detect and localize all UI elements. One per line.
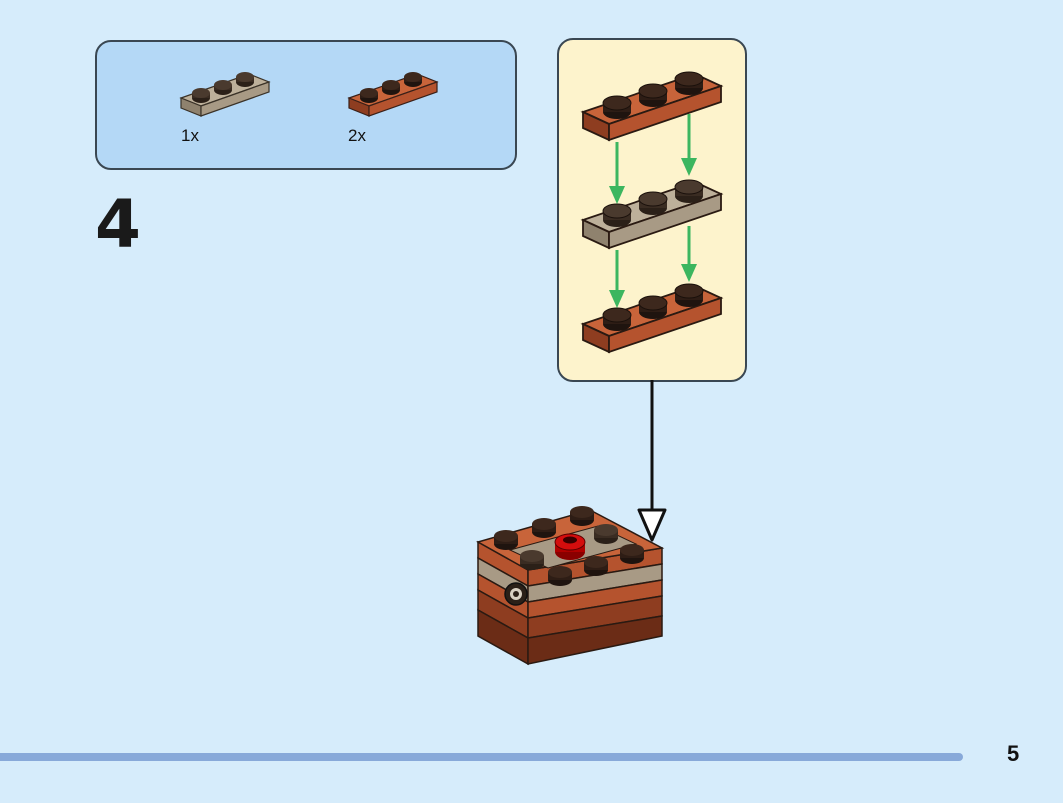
tan-plate-quantity: 1x bbox=[181, 126, 199, 145]
parts-list-box: 1x 2x bbox=[95, 40, 517, 170]
assembled-model bbox=[470, 490, 670, 675]
step-number: 4 bbox=[95, 186, 141, 263]
callout-middle-plate bbox=[580, 179, 724, 250]
progress-bar bbox=[0, 753, 963, 761]
callout-top-plate bbox=[580, 71, 724, 142]
reddish-brown-plate-quantity: 2x bbox=[348, 126, 366, 145]
placement-arrow-icon bbox=[630, 380, 674, 555]
reddish-brown-plate-1x3-part bbox=[347, 68, 439, 124]
page-number: 5 bbox=[1007, 741, 1020, 766]
subassembly-callout bbox=[557, 38, 747, 382]
assembly-arrow-icons bbox=[609, 114, 697, 308]
callout-bottom-plate bbox=[580, 283, 724, 354]
tan-plate-1x3-part bbox=[179, 68, 271, 124]
